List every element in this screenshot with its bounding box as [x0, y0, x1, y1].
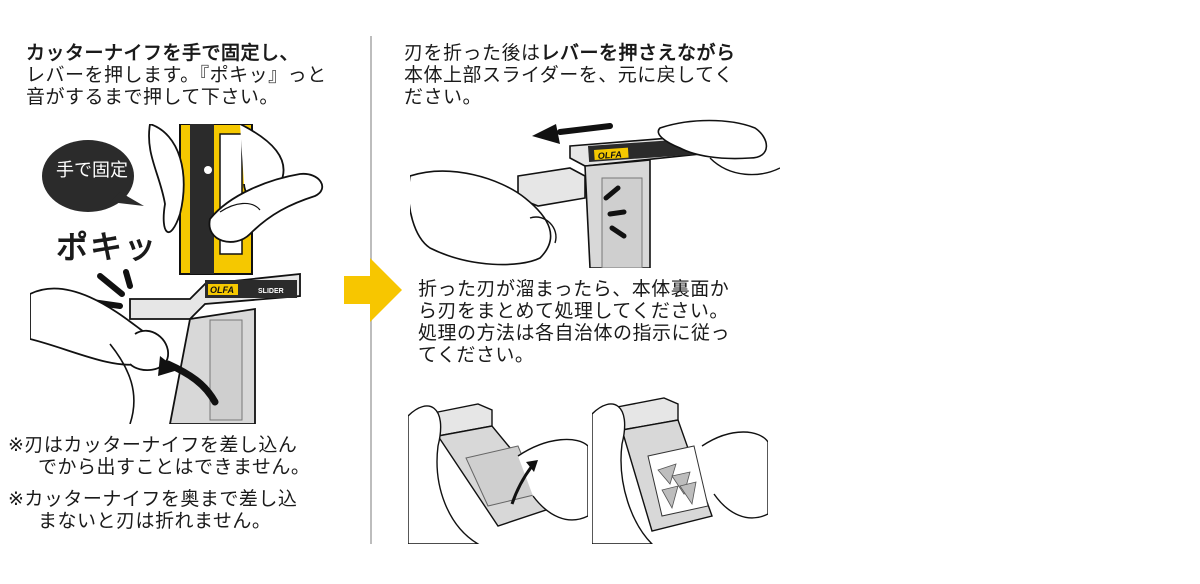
left-note-2-line1: ※カッターナイフを奥まで差し込 [8, 488, 298, 510]
brand-label-right: OLFA [597, 149, 622, 161]
step3-illustration-open [408, 403, 588, 544]
step3-line2: ら刃をまとめて処理してください。 [418, 300, 729, 322]
step3-line4: てください。 [418, 344, 535, 366]
step2-line2: 本体上部スライダーを、元に戻してく [404, 64, 734, 86]
left-instruction: カッターナイフを手で固定し、 レバーを押します。『ポキッ』っと 音がするまで押し… [26, 42, 327, 108]
step3-instruction: 折った刃が溜まったら、本体裏面か ら刃をまとめて処理してください。 処理の方法は… [418, 278, 730, 366]
slider-label: SLIDER [258, 288, 284, 295]
left-instruction-line3: 音がするまで押して下さい。 [26, 86, 279, 108]
bubble-text: 手で固定 [56, 160, 128, 181]
speech-bubble [42, 140, 144, 212]
step3-line3: 処理の方法は各自治体の指示に従っ [418, 322, 731, 344]
left-note-2-line2: まないと刃は折れません。 [38, 510, 272, 532]
step2-line1-plain: 刃を折った後は [404, 42, 541, 64]
step3-line1: 折った刃が溜まったら、本体裏面か [418, 278, 730, 300]
left-instruction-line2: レバーを押します。『ポキッ』っと [26, 64, 327, 86]
left-instruction-bold: カッターナイフを手で固定し、 [26, 42, 300, 64]
left-note-1-line2: でから出すことはできません。 [38, 456, 311, 478]
step3-illustration-blades [592, 397, 768, 544]
step2-instruction: 刃を折った後はレバーを押さえながら 本体上部スライダーを、元に戻してく ださい。 [404, 42, 736, 108]
step2-illustration: OLFA [410, 119, 780, 268]
sound-text: ポキッ [56, 228, 159, 266]
left-note-1-line1: ※刃はカッターナイフを差し込ん [8, 434, 298, 456]
step2-line1-bold: レバーを押さえながら [540, 42, 736, 64]
left-note-2: ※カッターナイフを奥まで差し込 まないと刃は折れません。 [8, 488, 297, 532]
next-step-arrow [344, 258, 402, 322]
left-note-1: ※刃はカッターナイフを差し込ん でから出すことはできません。 [8, 434, 310, 478]
left-illustration: OLFA SLIDER [30, 124, 324, 424]
brand-label-left: OLFA [210, 285, 234, 295]
step2-line3: ださい。 [404, 86, 483, 108]
